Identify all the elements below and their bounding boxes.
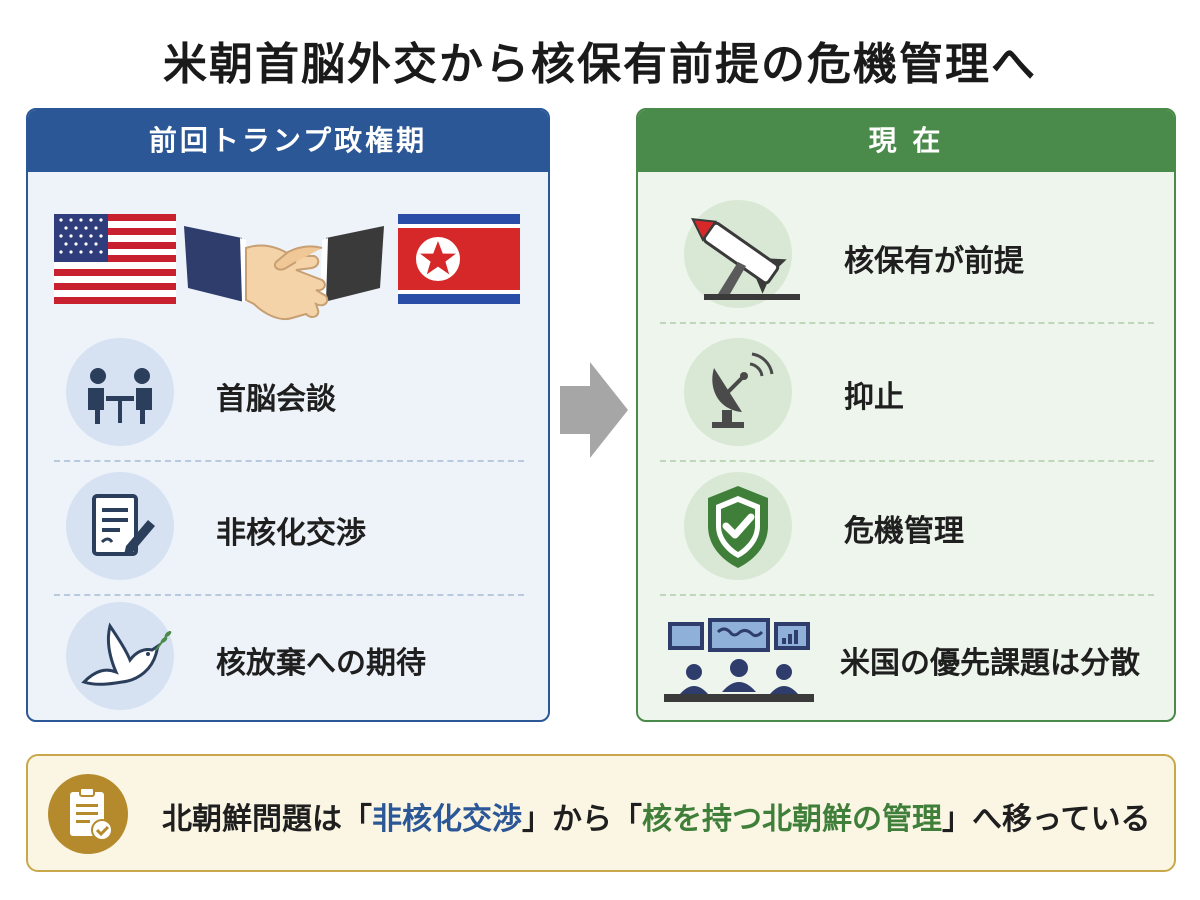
missile-icon — [684, 200, 800, 308]
left-item-summit: 首脳会談 — [28, 338, 548, 462]
summary-prefix: 北朝鮮問題は — [162, 802, 342, 837]
page-title: 米朝首脳外交から核保有前提の危機管理へ — [163, 39, 1037, 90]
divider — [54, 594, 524, 596]
north-korea-flag-icon — [398, 214, 520, 304]
arrow-right-icon — [560, 362, 628, 458]
meeting-icon — [66, 338, 174, 446]
highlight-management: 核を持つ北朝鮮の管理 — [642, 802, 942, 837]
past-trump-era-panel: 前回トランプ政権期 — [26, 108, 550, 722]
quote-open: 「 — [342, 802, 372, 837]
us-flag-icon — [54, 214, 176, 304]
divider — [660, 322, 1154, 324]
right-item-label: 抑止 — [844, 380, 904, 415]
quote-close: 」 — [942, 802, 972, 837]
right-item-label: 核保有が前提 — [844, 244, 1024, 279]
right-item-us-priorities: 米国の優先課題は分散 — [638, 604, 1174, 720]
right-item-nuclear-premise: 核保有が前提 — [638, 190, 1174, 314]
summary-mid: から — [552, 802, 612, 837]
right-item-label: 米国の優先課題は分散 — [840, 646, 1140, 681]
left-item-nuclear-abandonment: 核放棄への期待 — [28, 602, 548, 720]
summary-box: 北朝鮮問題は「非核化交渉」から「核を持つ北朝鮮の管理」へ移っている — [26, 754, 1176, 872]
radar-dish-icon — [684, 338, 792, 446]
left-item-label: 非核化交渉 — [216, 516, 366, 551]
left-item-label: 核放棄への期待 — [216, 646, 426, 681]
right-item-label: 危機管理 — [844, 514, 964, 549]
document-icon — [66, 472, 174, 580]
right-panel-header: 現 在 — [638, 110, 1174, 172]
divider — [54, 460, 524, 462]
summary-text: 北朝鮮問題は「非核化交渉」から「核を持つ北朝鮮の管理」へ移っている — [162, 794, 1151, 838]
quote-close: 」 — [522, 802, 552, 837]
left-item-denuclearization: 非核化交渉 — [28, 472, 548, 596]
right-item-crisis-management: 危機管理 — [638, 466, 1174, 590]
command-center-icon — [664, 618, 814, 702]
shield-check-icon — [684, 472, 792, 580]
right-item-deterrence: 抑止 — [638, 332, 1174, 456]
left-panel-header: 前回トランプ政権期 — [28, 110, 548, 172]
quote-open: 「 — [612, 802, 642, 837]
dove-icon — [66, 602, 174, 710]
highlight-denuclearization: 非核化交渉 — [372, 802, 522, 837]
divider — [660, 594, 1154, 596]
handshake-icon — [184, 226, 384, 320]
current-panel: 現 在 核保有が前提 — [636, 108, 1176, 722]
clipboard-check-icon — [48, 774, 128, 854]
summary-suffix: へ移っている — [972, 802, 1151, 837]
divider — [660, 460, 1154, 462]
left-item-label: 首脳会談 — [216, 382, 336, 417]
